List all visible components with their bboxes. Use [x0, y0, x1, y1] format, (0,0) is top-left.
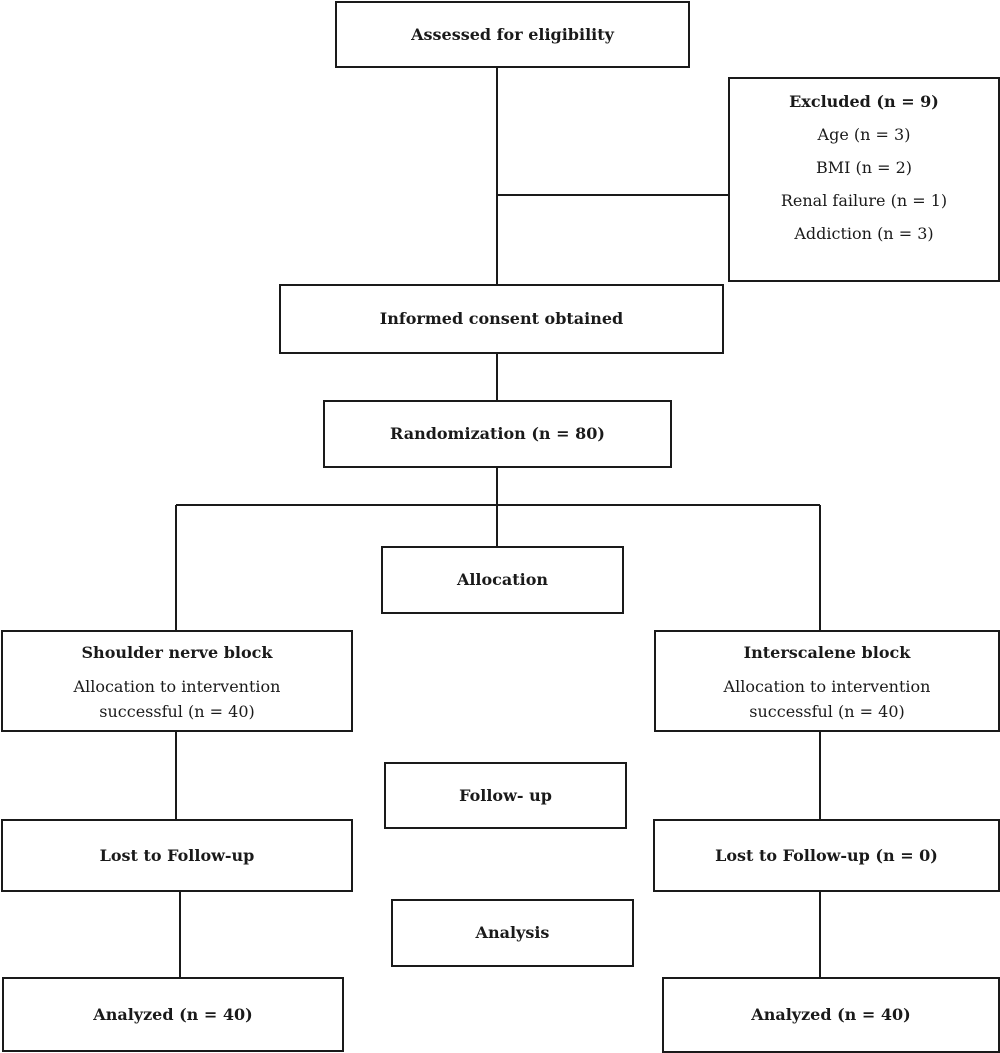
interscalene-block-line1: Allocation to intervention	[723, 676, 931, 696]
randomization-title: Randomization (n = 80)	[390, 424, 605, 444]
analyzed-left-box: Analyzed (n = 40)	[2, 977, 344, 1052]
analyzed-right-title: Analyzed (n = 40)	[751, 1005, 911, 1025]
analyzed-right-box: Analyzed (n = 40)	[662, 977, 1000, 1053]
shoulder-block-title: Shoulder nerve block	[81, 643, 273, 662]
lost-right-title: Lost to Follow-up (n = 0)	[715, 845, 938, 865]
excluded-item-bmi: BMI (n = 2)	[815, 158, 913, 177]
assessed-box: Assessed for eligibility	[335, 1, 690, 68]
excluded-box: Excluded (n = 9) Age (n = 3) BMI (n = 2)…	[728, 77, 1000, 282]
lost-left-box: Lost to Follow-up	[1, 819, 353, 892]
excluded-item-renal-failure: Renal failure (n = 1)	[780, 191, 948, 210]
followup-box: Follow- up	[384, 762, 627, 829]
shoulder-block-line1: Allocation to intervention	[73, 676, 281, 696]
analyzed-left-title: Analyzed (n = 40)	[93, 1004, 253, 1024]
lost-right-box: Lost to Follow-up (n = 0)	[653, 819, 1000, 892]
followup-title: Follow- up	[459, 785, 552, 805]
shoulder-block-line2: successful (n = 40)	[99, 702, 255, 722]
excluded-item-addiction: Addiction (n = 3)	[794, 224, 934, 243]
consent-box: Informed consent obtained	[279, 284, 724, 354]
allocation-box: Allocation	[381, 546, 624, 614]
allocation-title: Allocation	[456, 570, 549, 590]
consent-title: Informed consent obtained	[379, 309, 624, 329]
analysis-title: Analysis	[475, 923, 550, 943]
interscalene-block-line2: successful (n = 40)	[749, 702, 905, 722]
interscalene-block-box: Interscalene block Allocation to interve…	[654, 630, 1000, 732]
analysis-box: Analysis	[391, 899, 634, 967]
excluded-item-age: Age (n = 3)	[817, 125, 911, 144]
interscalene-block-title: Interscalene block	[743, 643, 911, 662]
lost-left-title: Lost to Follow-up	[99, 845, 255, 865]
randomization-box: Randomization (n = 80)	[323, 400, 672, 468]
shoulder-block-box: Shoulder nerve block Allocation to inter…	[1, 630, 353, 732]
excluded-title: Excluded (n = 9)	[789, 92, 939, 111]
assessed-title: Assessed for eligibility	[411, 24, 614, 44]
